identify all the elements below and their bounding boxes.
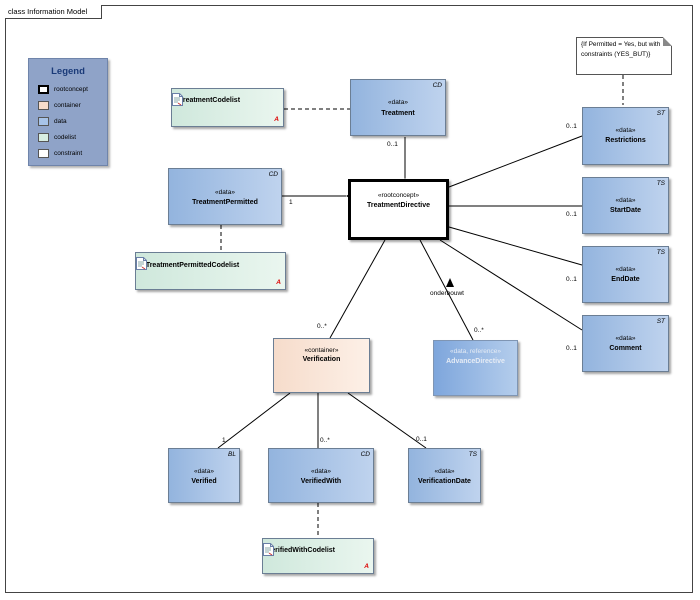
stereotype-label: «data, reference»: [450, 348, 501, 355]
stereotype-label: «data»: [434, 468, 455, 475]
edge-verificationdate: [336, 384, 427, 449]
multiplicity-treatment-permitted: 1: [289, 199, 293, 206]
datatype-label: TS: [656, 180, 665, 187]
class-name: Treatment: [381, 110, 415, 117]
legend-swatch: [38, 133, 49, 142]
multiplicity-enddate: 0..1: [566, 276, 577, 283]
startdate-class[interactable]: TS «data» StartDate: [582, 177, 669, 234]
frame-title: class Information Model: [5, 5, 103, 19]
verifiedwith-class[interactable]: CD «data» VerifiedWith: [268, 448, 374, 503]
treatment-codelist-class[interactable]: TreatmentCodelist A: [171, 88, 284, 127]
class-name: Comment: [609, 345, 642, 352]
edge-enddate: [435, 221, 583, 266]
legend-label: codelist: [54, 134, 77, 141]
class-name: EndDate: [611, 276, 640, 283]
note-corner: [663, 37, 672, 46]
onderbouwt-arrow: [446, 278, 454, 287]
datatype-label: TS: [468, 451, 477, 458]
edge-advance-directive: [413, 227, 474, 341]
multiplicity-restrictions: 0..1: [566, 123, 577, 130]
class-name: Restrictions: [605, 137, 646, 144]
multiplicity-comment: 0..1: [566, 345, 577, 352]
legend-label: rootconcept: [54, 86, 88, 93]
class-name: AdvanceDirective: [446, 358, 505, 365]
datatype-label: ST: [656, 110, 665, 117]
stereotype-label: «data»: [615, 266, 636, 273]
class-name: VerifiedWithCodelist: [267, 547, 336, 554]
datatype-label: CD: [432, 82, 442, 89]
multiplicity-verifiedwith: 0..*: [320, 437, 330, 444]
legend-label: constraint: [54, 150, 83, 157]
stereotype-label: «data»: [615, 197, 636, 204]
multiplicity-treatment: 0..1: [387, 141, 398, 148]
treatment-permitted-codelist-class[interactable]: TreatmentPermittedCodelist A: [135, 252, 286, 290]
treatment-class[interactable]: CD «data» Treatment: [350, 79, 446, 136]
codelist-mark: A: [276, 279, 281, 286]
stereotype-label: «data»: [388, 99, 408, 106]
advance-directive-class[interactable]: «data, reference» AdvanceDirective: [433, 340, 518, 396]
codelist-document-icon: [263, 543, 274, 556]
multiplicity-verified: 1: [222, 437, 226, 444]
codelist-mark: A: [274, 116, 279, 123]
class-name: Verification: [302, 356, 341, 363]
codelist-mark: A: [364, 563, 369, 570]
legend-swatch: [38, 149, 49, 158]
class-name: TreatmentCodelist: [178, 97, 241, 104]
stereotype-label: «data»: [194, 468, 214, 475]
datatype-label: ST: [656, 318, 665, 325]
legend-swatch: [38, 117, 49, 126]
multiplicity-startdate: 0..1: [566, 211, 577, 218]
onderbouwt-label: onderbouwt: [430, 290, 464, 297]
datatype-label: TS: [656, 249, 665, 256]
multiplicity-verificationdate: 0..1: [416, 436, 427, 443]
diagram-frame: [5, 5, 693, 593]
constraint-note-line2: constraints (YES_BUT)}: [581, 51, 651, 58]
legend-label: data: [54, 118, 67, 125]
stereotype-label: «data»: [615, 127, 636, 134]
class-name: TreatmentPermitted: [192, 199, 258, 206]
constraint-note-line1: {If Permitted = Yes, but with: [581, 41, 661, 48]
stereotype-label: «container»: [304, 347, 339, 354]
legend-swatch: [38, 101, 49, 110]
stereotype-label: «data»: [311, 468, 331, 475]
verifiedwith-codelist-class[interactable]: VerifiedWithCodelist A: [262, 538, 374, 574]
legend-swatch: [38, 85, 49, 94]
class-name: TreatmentPermittedCodelist: [145, 262, 240, 269]
stereotype-label: «data»: [215, 189, 235, 196]
stereotype-label: «data»: [615, 335, 636, 342]
codelist-document-icon: [172, 93, 183, 106]
edge-verified: [217, 384, 302, 449]
verification-class[interactable]: «container» Verification: [273, 338, 370, 393]
datatype-label: CD: [360, 451, 370, 458]
treatment-directive-class[interactable]: «rootconcept» TreatmentDirective: [348, 179, 449, 240]
class-name: TreatmentDirective: [366, 202, 431, 209]
legend: Legend rootconcept container data codeli…: [28, 58, 108, 166]
verified-class[interactable]: BL «data» Verified: [168, 448, 240, 503]
class-name: VerifiedWith: [300, 478, 342, 485]
edge-verification: [329, 227, 392, 339]
multiplicity-advance-directive: 0..*: [474, 327, 484, 334]
enddate-class[interactable]: TS «data» EndDate: [582, 246, 669, 303]
legend-title: Legend: [51, 66, 85, 77]
edge-comment: [428, 232, 583, 331]
comment-class[interactable]: ST «data» Comment: [582, 315, 669, 372]
class-name: VerificationDate: [418, 478, 471, 485]
datatype-label: CD: [268, 171, 278, 178]
stereotype-label: «rootconcept»: [377, 192, 420, 199]
constraint-note[interactable]: {If Permitted = Yes, but with constraint…: [576, 37, 672, 75]
class-name: StartDate: [609, 207, 642, 214]
legend-label: container: [54, 102, 81, 109]
verification-date-class[interactable]: TS «data» VerificationDate: [408, 448, 481, 503]
datatype-label: BL: [228, 451, 236, 458]
codelist-document-icon: [136, 257, 147, 270]
treatment-permitted-class[interactable]: CD «data» TreatmentPermitted: [168, 168, 282, 225]
multiplicity-verification: 0..*: [317, 323, 327, 330]
restrictions-class[interactable]: ST «data» Restrictions: [582, 107, 669, 165]
class-name: Verified: [191, 478, 217, 485]
edge-restrictions: [435, 135, 583, 194]
